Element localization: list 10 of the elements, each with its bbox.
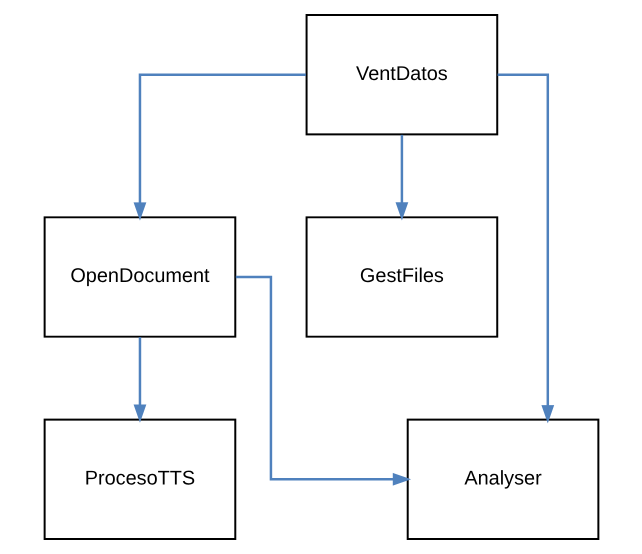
node-box: ProcesoTTS (43, 418, 236, 540)
arrow (497, 74, 554, 424)
node-box: GestFiles (305, 216, 498, 338)
node-box: Analyser (406, 418, 599, 540)
arrow (395, 134, 408, 221)
node-box: OpenDocument (43, 216, 236, 338)
arrow (133, 74, 306, 221)
node-box: VentDatos (305, 14, 498, 136)
arrow (235, 276, 411, 486)
arrow (133, 337, 146, 423)
